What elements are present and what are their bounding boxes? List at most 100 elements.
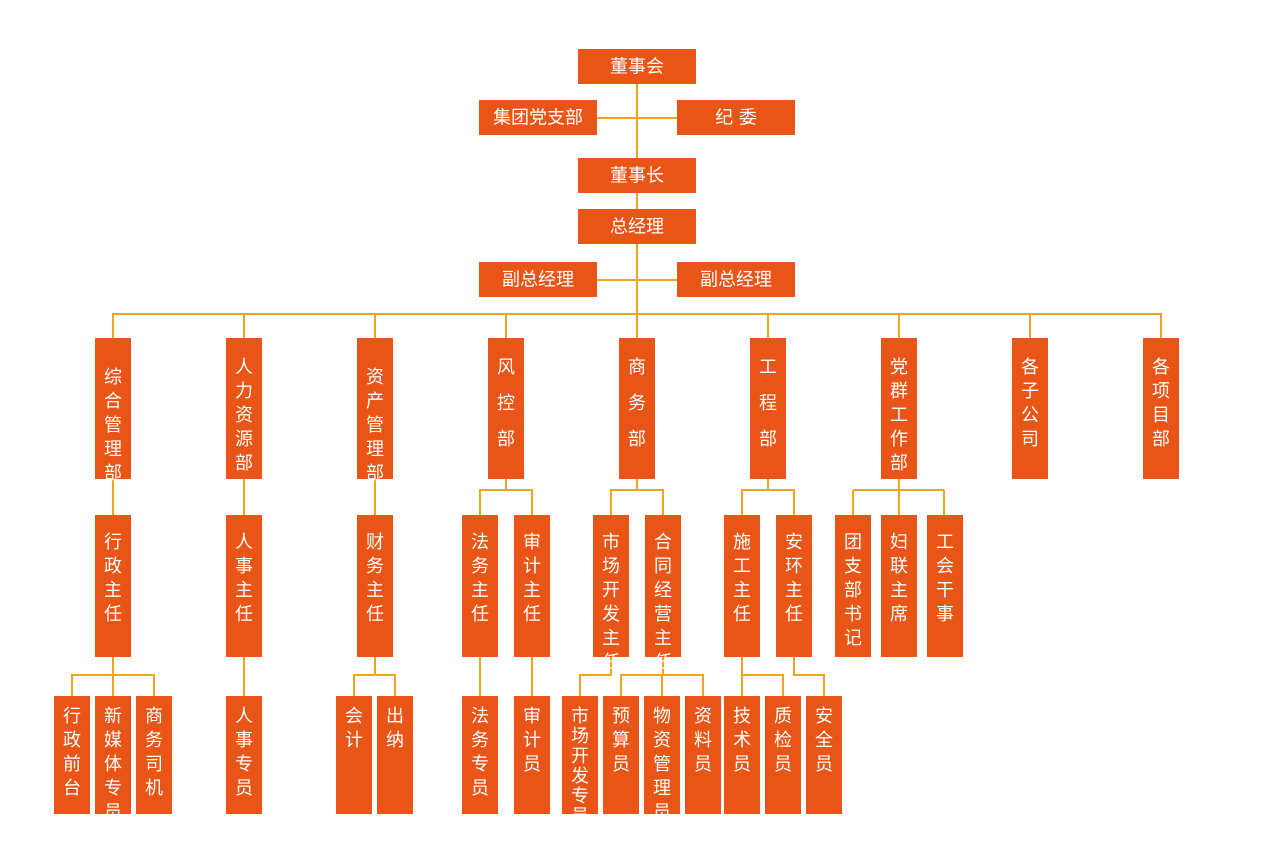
node-box: [593, 515, 629, 657]
node-box: [724, 515, 760, 657]
node-staff-front-desk: 行政前台: [54, 696, 90, 814]
node-staff-new-media: 新媒体专员: [95, 696, 131, 823]
node-box: [226, 696, 262, 814]
node-staff-personnel: 人事专员: [226, 696, 262, 814]
connector-line: [768, 489, 795, 515]
node-box: [95, 515, 131, 657]
node-mgr-union: 工会干事: [927, 515, 963, 657]
node-staff-safety: 安全员: [806, 696, 842, 814]
node-box: [462, 515, 498, 657]
node-box: [724, 696, 760, 814]
node-label: 资产管理部: [366, 367, 384, 484]
node-box: [136, 696, 172, 814]
node-box: [750, 338, 786, 479]
node-label: 党群工作部: [890, 357, 908, 474]
node-staff-driver: 商务司机: [136, 696, 172, 814]
node-box: [226, 515, 262, 657]
node-box: [881, 338, 917, 479]
node-staff-technician: 技术员: [724, 696, 760, 814]
node-label: 施工主任: [733, 532, 751, 625]
node-staff-quality: 质检员: [765, 696, 801, 814]
node-label: 行政前台: [63, 706, 81, 799]
node-label: 法务专员: [471, 706, 489, 799]
node-label: 各子公司: [1021, 357, 1039, 450]
node-dept-business: 商务部: [619, 338, 655, 479]
node-staff-market: 市场开发专员: [562, 696, 598, 827]
node-label: 技术员: [733, 706, 751, 775]
node-gm: 总经理: [578, 209, 696, 244]
node-box: [644, 696, 680, 814]
node-staff-accountant: 会计: [336, 696, 372, 814]
node-mgr-market: 市场开发主任: [593, 515, 629, 673]
node-mgr-youth: 团支部书记: [835, 515, 871, 657]
node-vgm2: 副总经理: [677, 262, 795, 297]
node-box: [226, 338, 262, 479]
node-box: [578, 209, 696, 244]
node-label: 总经理: [610, 217, 664, 238]
node-box: [603, 696, 639, 814]
node-discipline: 纪 委: [677, 100, 795, 135]
node-mgr-finance: 财务主任: [357, 515, 393, 657]
node-party-branch: 集团党支部: [479, 100, 597, 135]
node-label: 行政主任: [104, 532, 122, 625]
node-label: 各项目部: [1152, 357, 1170, 450]
node-label: 团支部书记: [844, 532, 862, 649]
node-label: 妇联主席: [890, 532, 908, 625]
node-box: [1012, 338, 1048, 479]
node-box: [677, 262, 795, 297]
node-label: 安全员: [815, 706, 833, 775]
node-label: 商务司机: [145, 706, 163, 799]
node-box: [514, 515, 550, 657]
node-board: 董事会: [578, 49, 696, 84]
node-label: 物资管理员: [653, 706, 671, 823]
node-box: [927, 515, 963, 657]
node-label: 综合管理部: [104, 367, 122, 484]
node-box: [54, 696, 90, 814]
node-label: 预算员: [612, 706, 630, 775]
node-label: 风控部: [497, 357, 515, 450]
node-mgr-construction: 施工主任: [724, 515, 760, 657]
node-box: [95, 696, 131, 814]
node-box: [677, 100, 795, 135]
node-box: [765, 696, 801, 814]
node-label: 安环主任: [785, 532, 803, 625]
node-mgr-women: 妇联主席: [881, 515, 917, 657]
node-box: [357, 338, 393, 479]
connector-line: [610, 479, 638, 515]
node-label: 财务主任: [366, 532, 384, 625]
node-staff-budget: 预算员: [603, 696, 639, 814]
node-box: [578, 49, 696, 84]
node-staff-documents: 资料员: [685, 696, 721, 814]
node-mgr-audit: 审计主任: [514, 515, 550, 657]
node-label: 合同经营主任: [654, 532, 672, 673]
node-label: 审计主任: [523, 532, 541, 625]
node-box: [619, 338, 655, 479]
node-label: 董事长: [610, 166, 664, 187]
node-label: 商务部: [628, 357, 646, 450]
node-mgr-personnel: 人事主任: [226, 515, 262, 657]
node-label: 人力资源部: [235, 357, 253, 474]
node-box: [462, 696, 498, 814]
node-dept-party-mass: 党群工作部: [881, 338, 917, 479]
node-mgr-legal: 法务主任: [462, 515, 498, 657]
node-staff-materials: 物资管理员: [644, 696, 680, 823]
connector-line: [741, 479, 769, 515]
node-label: 质检员: [774, 706, 792, 775]
node-dept-general: 综合管理部: [95, 338, 131, 484]
node-mgr-admin: 行政主任: [95, 515, 131, 657]
node-box: [336, 696, 372, 814]
node-dept-hr: 人力资源部: [226, 338, 262, 479]
node-mgr-contract: 合同经营主任: [645, 515, 681, 673]
connector-line: [579, 657, 612, 696]
node-dept-engineering: 工程部: [750, 338, 786, 479]
node-staff-cashier: 出纳: [377, 696, 413, 814]
node-dept-asset: 资产管理部: [357, 338, 393, 484]
connector-line: [479, 479, 507, 515]
node-label: 市场开发主任: [602, 532, 620, 673]
node-dept-risk: 风控部: [488, 338, 524, 479]
node-box: [685, 696, 721, 814]
connector-line: [353, 674, 396, 696]
node-label: 新媒体专员: [104, 706, 122, 823]
node-label: 集团党支部: [493, 108, 583, 129]
